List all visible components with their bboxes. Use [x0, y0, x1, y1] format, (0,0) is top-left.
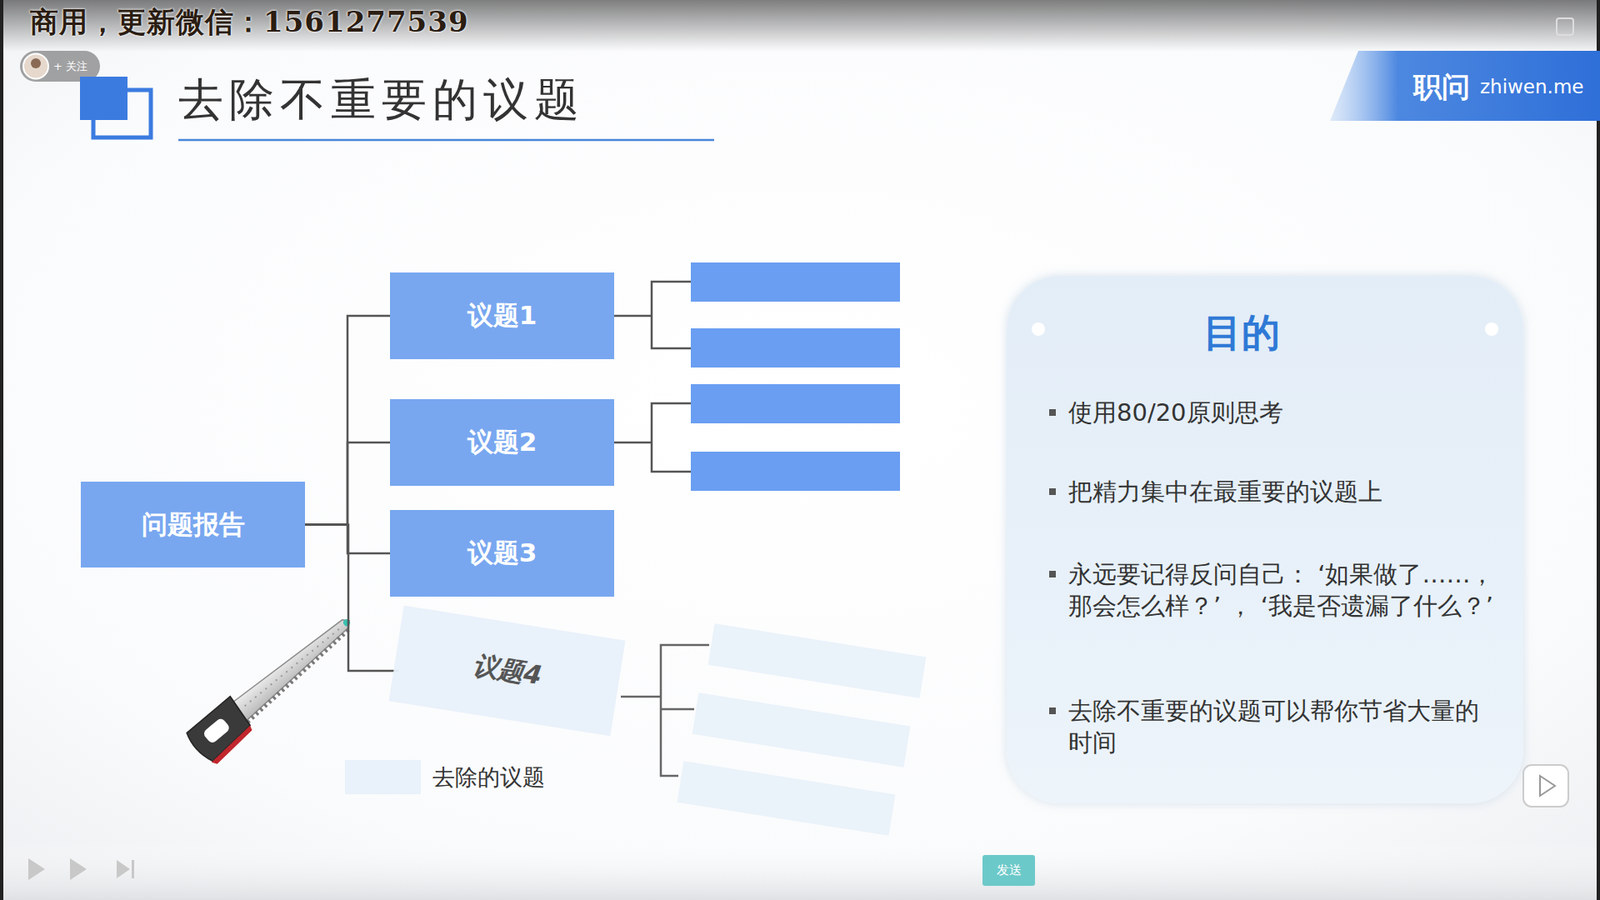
title-underline	[178, 139, 715, 142]
legend-swatch	[345, 760, 421, 795]
panel-dot	[1031, 322, 1045, 336]
frame-edge	[1596, 0, 1600, 900]
bullet-text: 使用80/20原则思考	[1068, 396, 1495, 429]
player-next-icon	[116, 860, 135, 879]
branch-bracket	[614, 281, 691, 472]
branch-bracket	[620, 645, 710, 776]
logo-text: 职问	[1413, 68, 1470, 107]
top-shade	[0, 0, 1600, 52]
purpose-panel: 目的使用80/20原则思考把精力集中在最重要的议题上永远要记得反问自己： ‘如果…	[1006, 275, 1524, 804]
slide-title: 去除不重要的议题	[178, 70, 585, 131]
saw-illustration	[184, 606, 365, 769]
help-icon	[1556, 18, 1574, 35]
bullet-square	[1049, 488, 1056, 495]
box-label: 议题3	[467, 535, 538, 571]
removed-blank-box	[692, 692, 911, 768]
player-play-icon	[28, 858, 45, 880]
tree-connector	[305, 315, 390, 525]
send-button	[982, 855, 1035, 886]
title-icon	[80, 76, 128, 120]
panel-heading: 目的	[1006, 307, 1477, 360]
bullet-square	[1049, 707, 1056, 715]
blank-box	[690, 262, 900, 302]
tree-connector	[305, 442, 390, 525]
bullet-square	[1049, 570, 1056, 578]
box-label: 议题4	[470, 648, 545, 695]
bullet-text: 永远要记得反问自己： ‘如果做了……，那会怎么样？’ ， ‘我是否遗漏了什么？’	[1068, 558, 1495, 622]
removed-topic-box: 议题4	[389, 605, 626, 737]
blank-box	[690, 328, 900, 368]
avatar	[23, 54, 49, 80]
play-overlay-icon	[1540, 775, 1555, 796]
box-label: 问题报告	[141, 507, 245, 543]
blank-box	[690, 451, 900, 491]
bullet-text: 去除不重要的议题可以帮你节省大量的时间	[1068, 695, 1495, 759]
logo-url: zhiwen.me	[1480, 75, 1584, 98]
player-bar	[0, 840, 1600, 900]
frame-edge	[0, 0, 4, 900]
removed-blank-box	[708, 623, 927, 699]
box-label: 议题2	[467, 425, 538, 460]
tree-connector	[305, 525, 400, 672]
avatar	[30, 58, 41, 69]
logo-banner	[1330, 50, 1600, 121]
panel-dot	[1485, 322, 1499, 336]
player-play-icon	[70, 858, 87, 880]
topic-box: 议题1	[390, 272, 615, 360]
bullet-text: 把精力集中在最重要的议题上	[1068, 475, 1495, 508]
watermark: 商用，更新微信：1561277539	[30, 3, 470, 42]
topic-box: 议题2	[390, 399, 615, 486]
topic-box: 议题3	[390, 510, 615, 597]
blank-box	[690, 384, 900, 424]
box-label: 议题1	[467, 298, 538, 334]
removed-blank-box	[677, 760, 896, 836]
send-label: 发送	[982, 855, 1035, 886]
follow-label: + 关注	[53, 59, 88, 75]
bullet-square	[1049, 409, 1056, 416]
play-overlay-icon	[1523, 765, 1569, 807]
root-box: 问题报告	[80, 481, 305, 568]
legend-text: 去除的议题	[432, 762, 545, 793]
